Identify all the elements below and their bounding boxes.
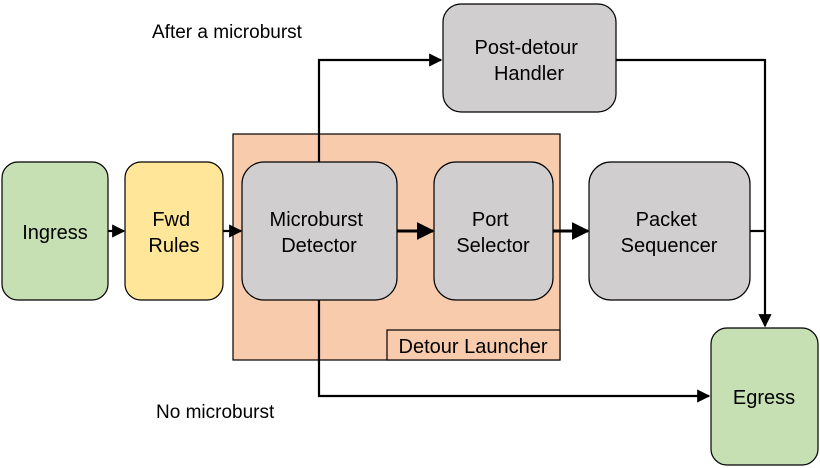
annotation-no-microburst: No microburst [156, 402, 275, 423]
node-post-detour-handler: Post-detour Handler [442, 3, 617, 113]
node-packet-sequencer-label-line2: Sequencer [621, 235, 718, 257]
node-packet-sequencer-label-line1: Packet [636, 209, 698, 231]
svg-text:Microburst Detector: Microburst Detector [270, 209, 369, 257]
node-egress-label: Egress [733, 387, 795, 409]
node-fwd-rules-label-line2: Rules [148, 235, 199, 257]
node-fwd-rules-label-line1: Fwd [152, 209, 190, 231]
svg-text:Fwd Rules: Fwd Rules [148, 209, 199, 257]
node-port-selector-label-line1: Port [472, 209, 509, 231]
detour-launcher-label-box [386, 329, 561, 361]
detour-launcher-label: Detour Launcher [399, 336, 548, 358]
annotation-after-microburst: After a microburst [152, 22, 303, 43]
node-microburst-detector-label-line2: Detector [281, 235, 357, 257]
edge-detector-to-egress [317, 300, 711, 403]
svg-text:Port Selector: Port Selector [456, 209, 530, 257]
node-post-detour-handler-label-line1: Post-detour [475, 37, 579, 59]
node-microburst-detector: Microburst Detector [241, 161, 398, 301]
node-ingress-label: Ingress [22, 222, 88, 244]
svg-text:Packet Sequencer: Packet Sequencer [621, 209, 718, 257]
node-port-selector: Port Selector [433, 161, 554, 301]
node-fwd-rules: Fwd Rules [124, 161, 224, 301]
node-post-detour-handler-label-line2: Handler [494, 63, 564, 85]
edges [108, 53, 772, 403]
node-port-selector-label-line2: Selector [456, 235, 530, 257]
svg-text:Post-detour Handler: Post-detour Handler [475, 37, 584, 85]
svg-text:Ingress: Ingress [22, 222, 88, 244]
node-packet-sequencer: Packet Sequencer [588, 161, 751, 301]
svg-text:Egress: Egress [733, 387, 795, 409]
edge-post-detour-handler-to-egress [616, 58, 772, 328]
edge-detector-to-post-detour-handler [317, 53, 443, 162]
node-egress: Egress [710, 327, 819, 466]
node-microburst-detector-label-line1: Microburst [270, 209, 364, 231]
node-ingress: Ingress [1, 161, 109, 301]
